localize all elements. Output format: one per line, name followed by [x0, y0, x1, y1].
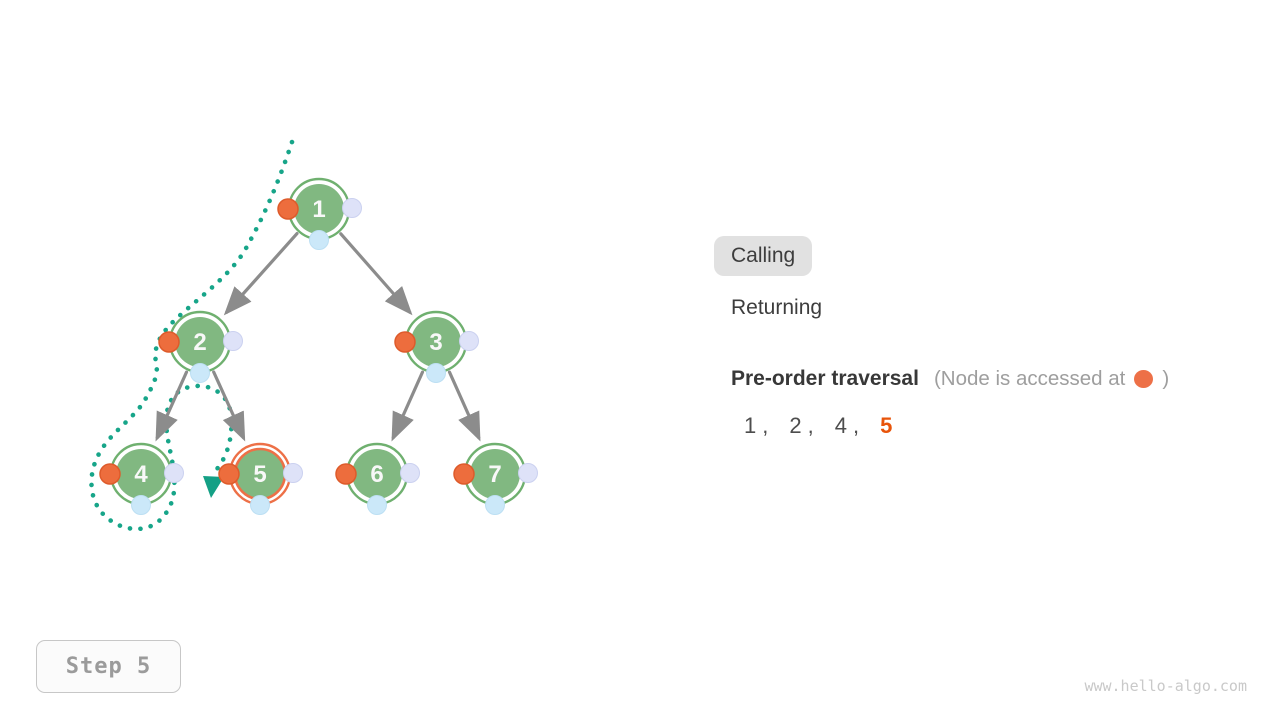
sequence-separator: , — [853, 413, 860, 438]
returning-mode-label[interactable]: Returning — [731, 296, 823, 319]
node-label: 4 — [134, 461, 148, 488]
sequence-item: 1, — [744, 413, 768, 439]
sequence-separator: , — [807, 413, 814, 438]
inorder-access-dot — [250, 495, 270, 515]
node-label: 1 — [312, 196, 325, 223]
node-label: 2 — [193, 329, 206, 356]
traversal-cursor-icon — [203, 476, 224, 498]
preorder-access-dot — [99, 463, 121, 485]
website-url: www.hello-algo.com — [1084, 677, 1247, 695]
inorder-access-dot — [190, 363, 210, 383]
tree-node-4: 4 — [99, 442, 184, 515]
postorder-access-dot — [342, 198, 362, 218]
edge-3-7 — [447, 370, 481, 442]
preorder-access-dot — [453, 463, 475, 485]
step-indicator-button[interactable]: Step 5 — [36, 640, 181, 693]
tree-node-2: 2 — [158, 310, 243, 383]
node-label: 5 — [253, 461, 266, 488]
traversal-header: Pre-order traversal (Node is accessed at… — [731, 367, 1169, 391]
sequence-separator: , — [762, 413, 769, 438]
edge-2-5 — [212, 370, 246, 442]
tree-edges — [155, 232, 481, 442]
access-dot-icon — [1134, 370, 1154, 388]
node-label: 3 — [429, 329, 442, 356]
sequence-value: 4 — [834, 413, 847, 438]
inorder-access-dot — [426, 363, 446, 383]
sequence-item: 2, — [789, 413, 813, 439]
postorder-access-dot — [283, 463, 303, 483]
postorder-access-dot — [223, 331, 243, 351]
tree-node-5-active: 5 — [218, 442, 303, 515]
traversal-note: (Node is accessed at ) — [934, 367, 1169, 391]
postorder-access-dot — [400, 463, 420, 483]
inorder-access-dot — [485, 495, 505, 515]
calling-mode-chip[interactable]: Calling — [714, 236, 813, 276]
edge-1-3 — [339, 232, 413, 316]
inorder-access-dot — [309, 230, 329, 250]
binary-tree-diagram: 1 2 3 4 — [89, 139, 538, 532]
preorder-access-dot — [277, 198, 299, 220]
inorder-access-dot — [367, 495, 387, 515]
tree-node-6: 6 — [335, 442, 420, 515]
sequence-item: 4, — [835, 413, 859, 439]
node-label: 6 — [370, 461, 383, 488]
sequence-value: 1 — [744, 413, 757, 438]
postorder-access-dot — [164, 463, 184, 483]
tree-node-3: 3 — [394, 310, 479, 383]
note-open-text: (Node is accessed at — [933, 367, 1126, 390]
preorder-access-dot — [218, 463, 240, 485]
preorder-access-dot — [394, 331, 416, 353]
inorder-access-dot — [131, 495, 151, 515]
preorder-access-dot — [335, 463, 357, 485]
postorder-access-dot — [518, 463, 538, 483]
traversal-sequence: 1, 2, 4, 5 — [744, 413, 892, 439]
traversal-title: Pre-order traversal — [731, 367, 919, 390]
postorder-access-dot — [459, 331, 479, 351]
tree-node-7: 7 — [453, 442, 538, 515]
sequence-current-value: 5 — [880, 413, 893, 438]
tree-node-1: 1 — [277, 177, 362, 250]
edge-3-6 — [391, 370, 425, 442]
sequence-value: 2 — [789, 413, 802, 438]
edge-1-2 — [223, 232, 299, 316]
node-label: 7 — [488, 461, 501, 488]
edge-2-4 — [155, 370, 189, 442]
note-close-text: ) — [1162, 367, 1170, 390]
preorder-access-dot — [158, 331, 180, 353]
